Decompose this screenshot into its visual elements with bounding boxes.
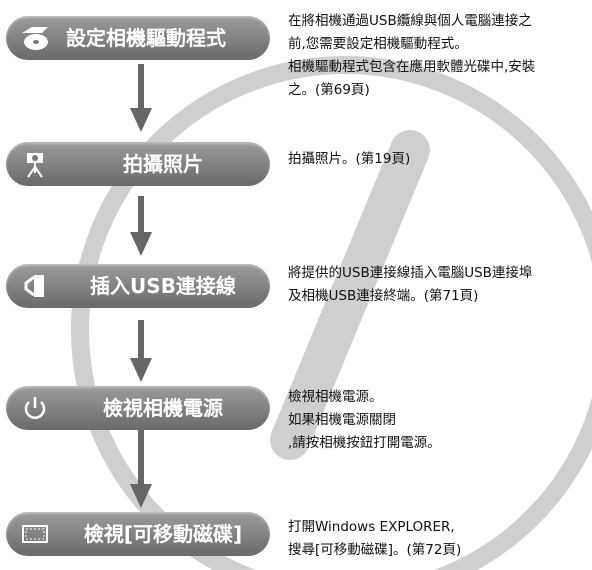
step-install-driver: 設定相機驅動程式 — [6, 16, 270, 60]
arrow-down-icon — [130, 64, 152, 132]
step-label: 檢視[可移動磁碟] — [83, 522, 243, 546]
cd-disc-icon — [22, 27, 48, 50]
description-line: 之。(第69頁) — [288, 82, 370, 98]
step-connect-usb: 插入USB連接線 — [6, 264, 270, 308]
description-take-photo: 拍攝照片。(第19頁) — [288, 148, 588, 171]
description-line: 拍攝照片。(第19頁) — [288, 151, 411, 167]
arrow-down-icon — [130, 196, 152, 256]
step-label: 拍攝照片 — [123, 152, 203, 176]
description-connect-usb: 將提供的USB連接線插入電腦USB連接埠 及相機USB連接終端。(第71頁) — [288, 262, 588, 308]
description-line: 相機驅動程式包含在應用軟體光碟中,安裝 — [288, 59, 536, 75]
description-check-removable-disk: 打開Windows EXPLORER, 搜尋[可移動磁碟]。(第72頁) — [288, 516, 588, 562]
step-take-photo: 拍攝照片 — [6, 142, 270, 186]
decor-ring — [71, 56, 592, 570]
description-line: 將提供的USB連接線插入電腦USB連接埠 — [288, 265, 533, 281]
camera-tripod-icon — [27, 153, 43, 178]
description-line: 如果相機電源關閉 — [288, 412, 396, 428]
description-line: 搜尋[可移動磁碟]。(第72頁) — [288, 542, 462, 558]
description-install-driver: 在將相機通過USB纜線與個人電腦連接之 前,您需要設定相機驅動程式。 相機驅動程… — [288, 10, 588, 102]
description-check-power: 檢視相機電源。 如果相機電源關閉 ,請按相機按鈕打開電源。 — [288, 386, 588, 455]
description-line: 及相機USB連接終端。(第71頁) — [288, 288, 479, 304]
description-line: 打開Windows EXPLORER, — [288, 519, 455, 535]
step-check-removable-disk: 檢視[可移動磁碟] — [6, 512, 270, 556]
description-line: 檢視相機電源。 — [288, 389, 383, 405]
usb-plug-icon — [24, 275, 44, 297]
step-label: 設定相機驅動程式 — [66, 26, 226, 50]
power-icon — [24, 397, 46, 419]
removable-disk-icon — [22, 525, 48, 543]
step-check-power: 檢視相機電源 — [6, 386, 270, 430]
description-line: 在將相機通過USB纜線與個人電腦連接之 — [288, 13, 532, 29]
step-label: 檢視相機電源 — [103, 396, 223, 420]
arrow-down-icon — [130, 320, 152, 382]
description-line: ,請按相機按鈕打開電源。 — [288, 435, 441, 451]
step-label: 插入USB連接線 — [90, 274, 236, 298]
description-line: 前,您需要設定相機驅動程式。 — [288, 36, 468, 52]
arrow-down-icon — [130, 430, 152, 508]
decor-bar — [270, 130, 430, 460]
